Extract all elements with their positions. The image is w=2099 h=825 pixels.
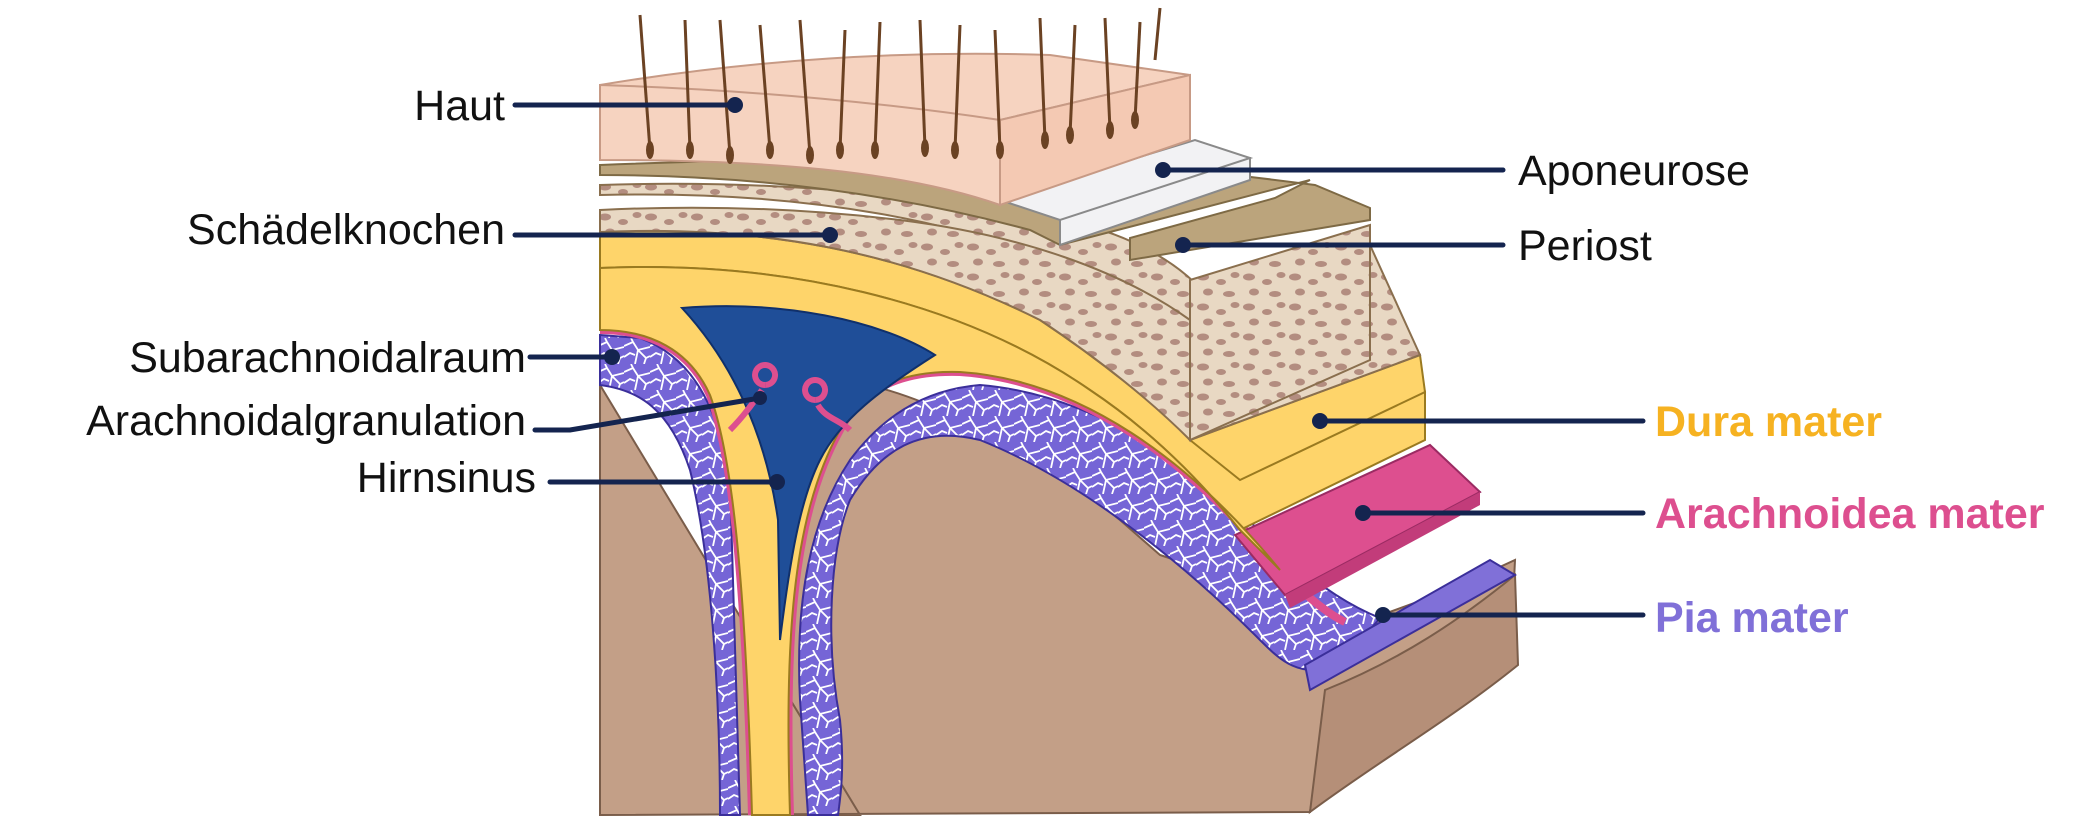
pia-mater-edge bbox=[1303, 558, 1517, 692]
leader-lines-right bbox=[1155, 162, 1646, 623]
sinus bbox=[679, 305, 937, 641]
label-periost: Periost bbox=[1518, 222, 1652, 270]
skin-side bbox=[999, 73, 1191, 207]
label-schaedelknochen: Schädelknochen bbox=[187, 206, 505, 254]
skull-bone-front bbox=[599, 206, 1191, 443]
label-aponeurose: Aponeurose bbox=[1518, 147, 1750, 195]
label-haut: Haut bbox=[414, 82, 505, 130]
subarachnoid-space-fold bbox=[798, 383, 1382, 816]
arachnoidea-mater-front bbox=[1285, 492, 1480, 608]
hair-follicles bbox=[646, 111, 1139, 164]
label-hirnsinus: Hirnsinus bbox=[357, 454, 536, 502]
hairs bbox=[638, 7, 1162, 156]
leader-lines-left bbox=[512, 97, 838, 490]
label-arachnoidea-mater: Arachnoidea mater bbox=[1655, 490, 2045, 538]
label-arachnoidalgranulation: Arachnoidalgranulation bbox=[86, 397, 526, 445]
label-pia-mater: Pia mater bbox=[1655, 594, 1849, 642]
label-dura-mater: Dura mater bbox=[1655, 398, 1882, 446]
anatomy-illustration bbox=[599, 7, 1520, 817]
brain-side-face bbox=[1308, 572, 1520, 815]
label-subarachnoidalraum: Subarachnoidalraum bbox=[129, 334, 526, 382]
